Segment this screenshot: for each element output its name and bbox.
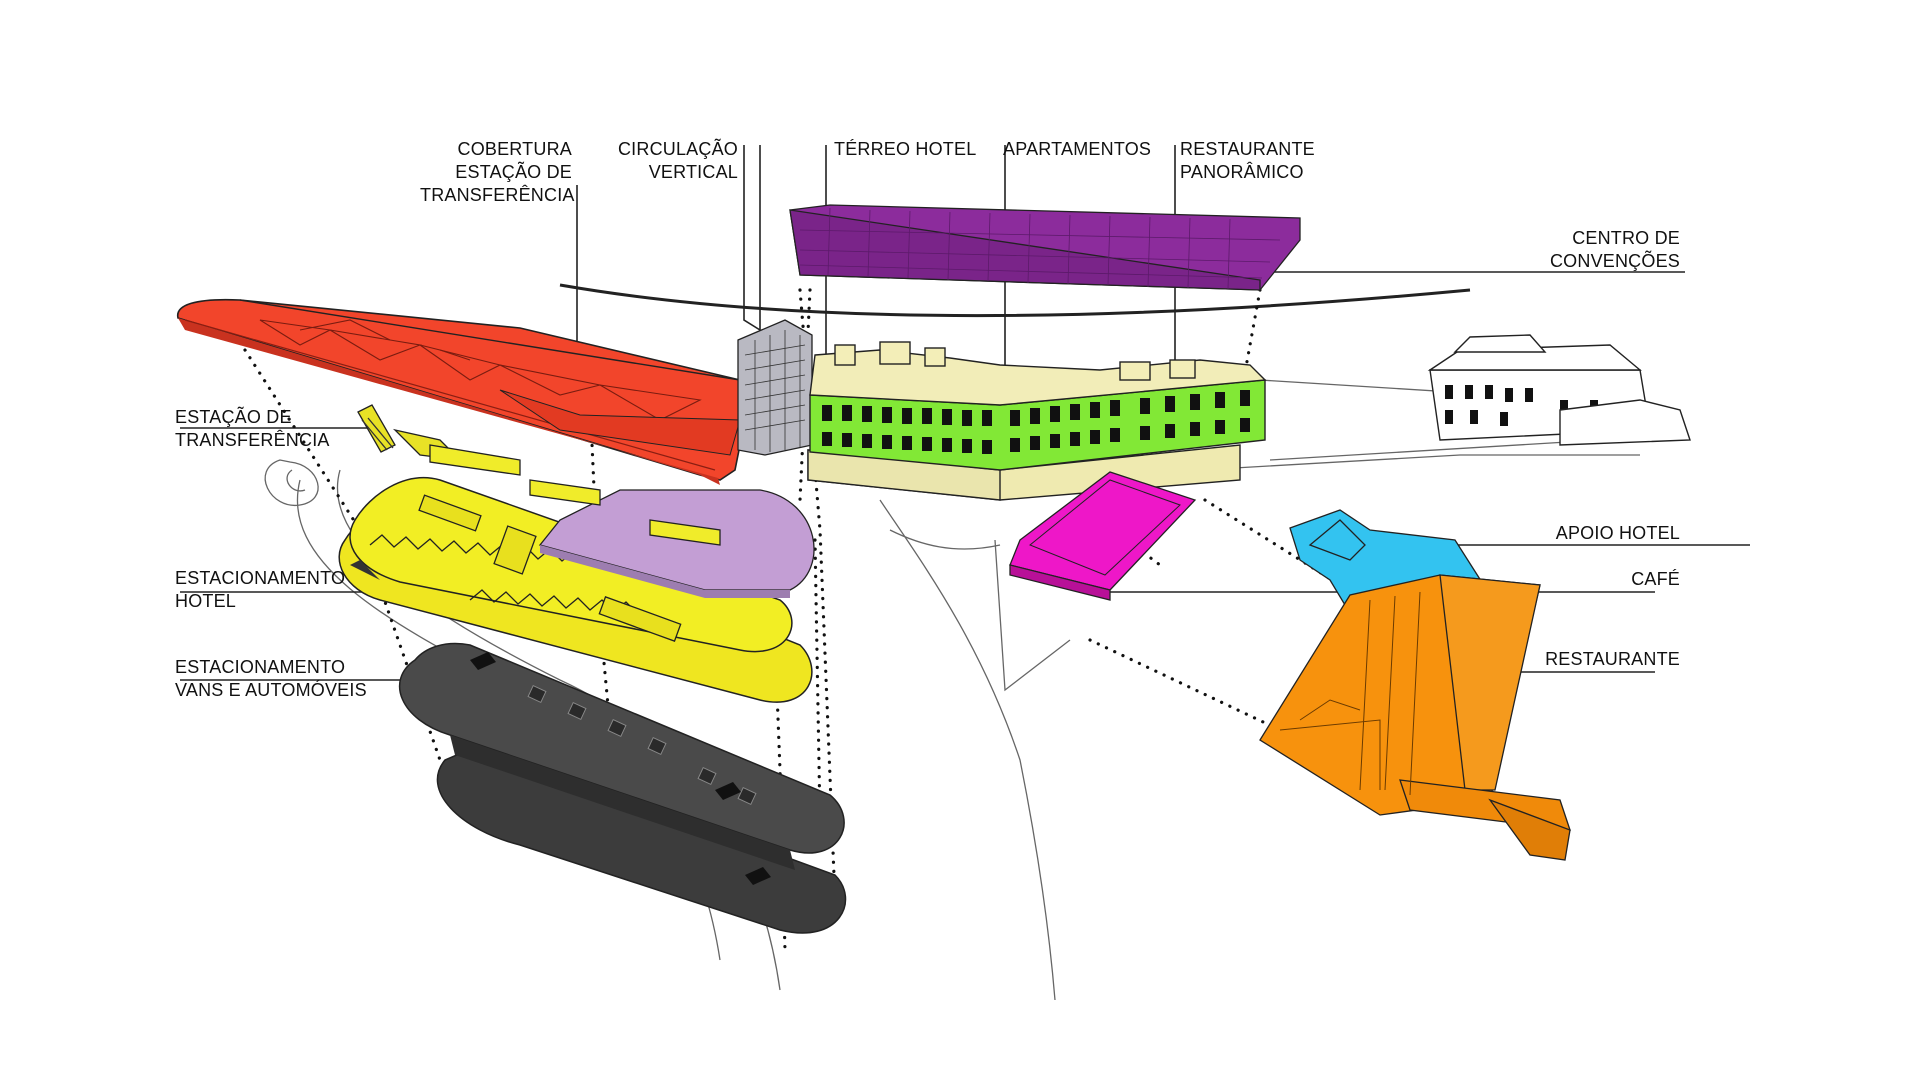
label-line: VANS E AUTOMÓVEIS xyxy=(175,680,367,700)
label-restaurante: RESTAURANTE xyxy=(1500,648,1680,671)
label-estacao-transferencia: ESTAÇÃO DE TRANSFERÊNCIA xyxy=(175,406,330,452)
cafe-volume xyxy=(1009,471,1197,601)
label-cobertura-estacao-transferencia: COBERTURA ESTAÇÃO DE TRANSFERÊNCIA xyxy=(420,138,575,207)
circulacao-vertical-volume xyxy=(737,319,813,456)
label-circulacao-vertical: CIRCULAÇÃO VERTICAL xyxy=(610,138,738,184)
estacionamento-vans-volume xyxy=(398,642,847,934)
cafe-block xyxy=(1009,471,1197,591)
hotel-building-volume xyxy=(807,341,1267,501)
label-line: TRANSFERÊNCIA xyxy=(420,185,575,205)
label-cafe: CAFÉ xyxy=(1560,568,1680,591)
vans-upper-slab xyxy=(398,642,845,854)
label-line: TRANSFERÊNCIA xyxy=(175,430,330,450)
label-line: CIRCULAÇÃO xyxy=(617,139,738,159)
cobertura-volume xyxy=(177,298,746,485)
label-line: APARTAMENTOS xyxy=(1003,139,1152,159)
label-line: CONVENÇÕES xyxy=(1549,251,1680,271)
label-line: HOTEL xyxy=(175,591,237,611)
label-line: CENTRO DE xyxy=(1572,228,1680,248)
label-line: ESTACIONAMENTO xyxy=(175,568,346,588)
label-line: ESTACIONAMENTO xyxy=(175,657,346,677)
estacao-transferencia-volume xyxy=(357,404,721,546)
label-estacionamento-hotel: ESTACIONAMENTO HOTEL xyxy=(175,567,345,613)
label-line: PANORÂMICO xyxy=(1180,162,1304,182)
estacionamento-hotel-volume xyxy=(338,477,813,703)
label-line: RESTAURANTE xyxy=(1545,649,1680,669)
existing-building xyxy=(1427,334,1691,446)
label-line: COBERTURA xyxy=(457,139,572,159)
centro-convencoes-volume xyxy=(789,204,1301,291)
label-line: APOIO HOTEL xyxy=(1555,523,1680,543)
label-line: ESTAÇÃO DE xyxy=(455,162,572,182)
label-line: ESTAÇÃO DE xyxy=(175,407,292,427)
label-terreo-hotel: TÉRREO HOTEL xyxy=(834,138,976,161)
restaurante-volume xyxy=(1259,574,1571,861)
label-line: RESTAURANTE xyxy=(1180,139,1315,159)
label-line: TÉRREO HOTEL xyxy=(834,139,977,159)
label-estacionamento-vans: ESTACIONAMENTO VANS E AUTOMÓVEIS xyxy=(175,656,367,702)
label-apartamentos: APARTAMENTOS xyxy=(1003,138,1151,161)
label-restaurante-panoramico: RESTAURANTE PANORÂMICO xyxy=(1180,138,1315,184)
label-apoio-hotel: APOIO HOTEL xyxy=(1500,522,1680,545)
label-centro-convencoes: CENTRO DE CONVENÇÕES xyxy=(1480,227,1680,273)
label-line: CAFÉ xyxy=(1631,569,1680,589)
label-line: VERTICAL xyxy=(648,162,738,182)
lilac-platform-volume xyxy=(538,489,815,598)
vans-lower-slab xyxy=(436,744,847,934)
